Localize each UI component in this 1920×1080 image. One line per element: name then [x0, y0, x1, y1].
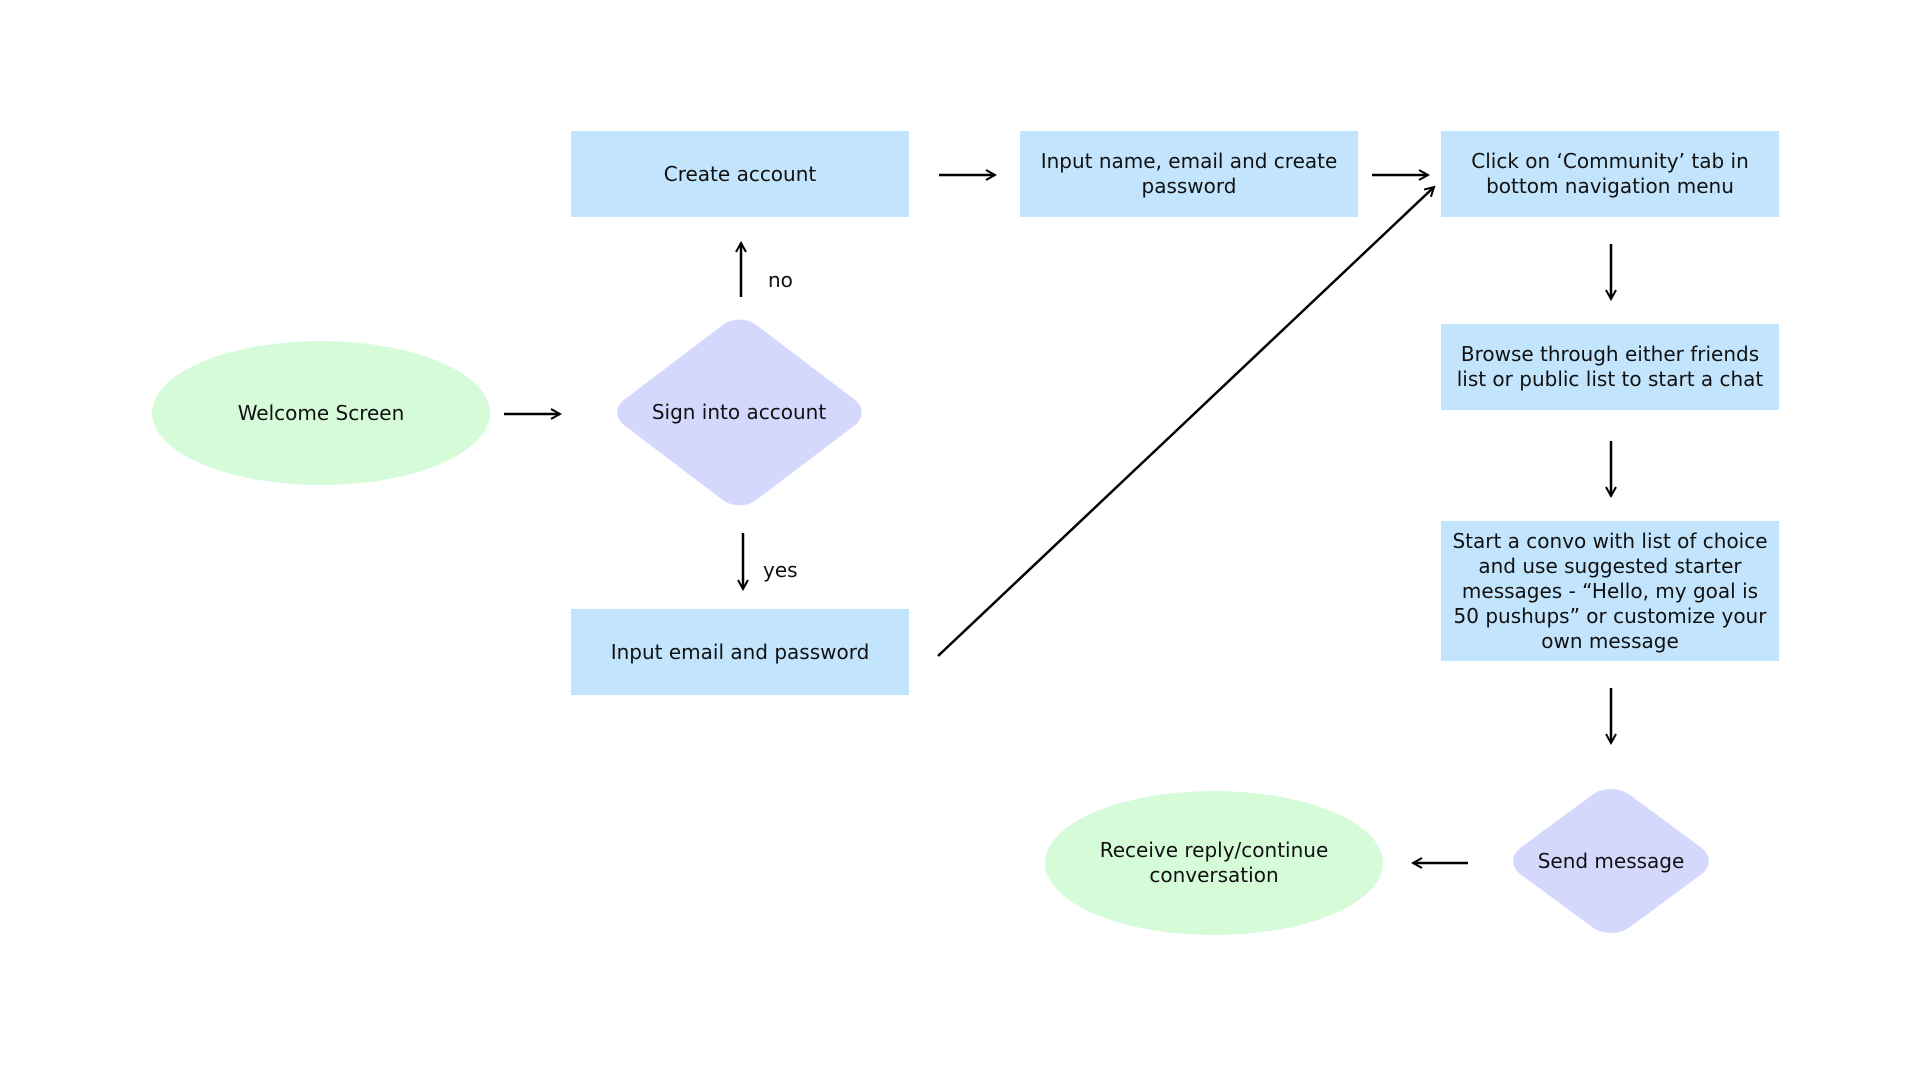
node-click-community: Click on ‘Community’ tab in bottom navig…: [1441, 131, 1779, 217]
node-welcome-screen: Welcome Screen: [152, 341, 490, 485]
node-input-name-email: Input name, email and create password: [1020, 131, 1358, 217]
node-label: Input name, email and create password: [1040, 149, 1338, 198]
edge-label-yes: yes: [763, 558, 798, 582]
node-label: Send message: [1537, 848, 1685, 873]
node-start-convo: Start a convo with list of choice and us…: [1441, 521, 1779, 661]
node-label: Click on ‘Community’ tab in bottom navig…: [1471, 149, 1749, 198]
node-receive-reply: Receive reply/continue conversation: [1045, 791, 1383, 935]
node-input-email-password: Input email and password: [571, 609, 909, 695]
node-create-account: Create account: [571, 131, 909, 217]
node-label: Sign into account: [651, 400, 827, 424]
node-label: Start a convo with list of choice and us…: [1452, 528, 1768, 653]
node-browse-lists: Browse through either friends list or pu…: [1441, 324, 1779, 410]
node-label: Create account: [663, 161, 817, 186]
node-label: Receive reply/continue conversation: [1099, 838, 1329, 887]
node-label: Welcome Screen: [237, 400, 405, 425]
arrow-input-email-to-community: [937, 187, 1434, 657]
edge-label-no: no: [768, 268, 793, 292]
node-send-message: Send message: [1493, 776, 1729, 946]
node-sign-into-account: Sign into account: [586, 300, 892, 525]
node-label: Browse through either friends list or pu…: [1456, 342, 1764, 391]
node-label: Input email and password: [610, 639, 870, 664]
